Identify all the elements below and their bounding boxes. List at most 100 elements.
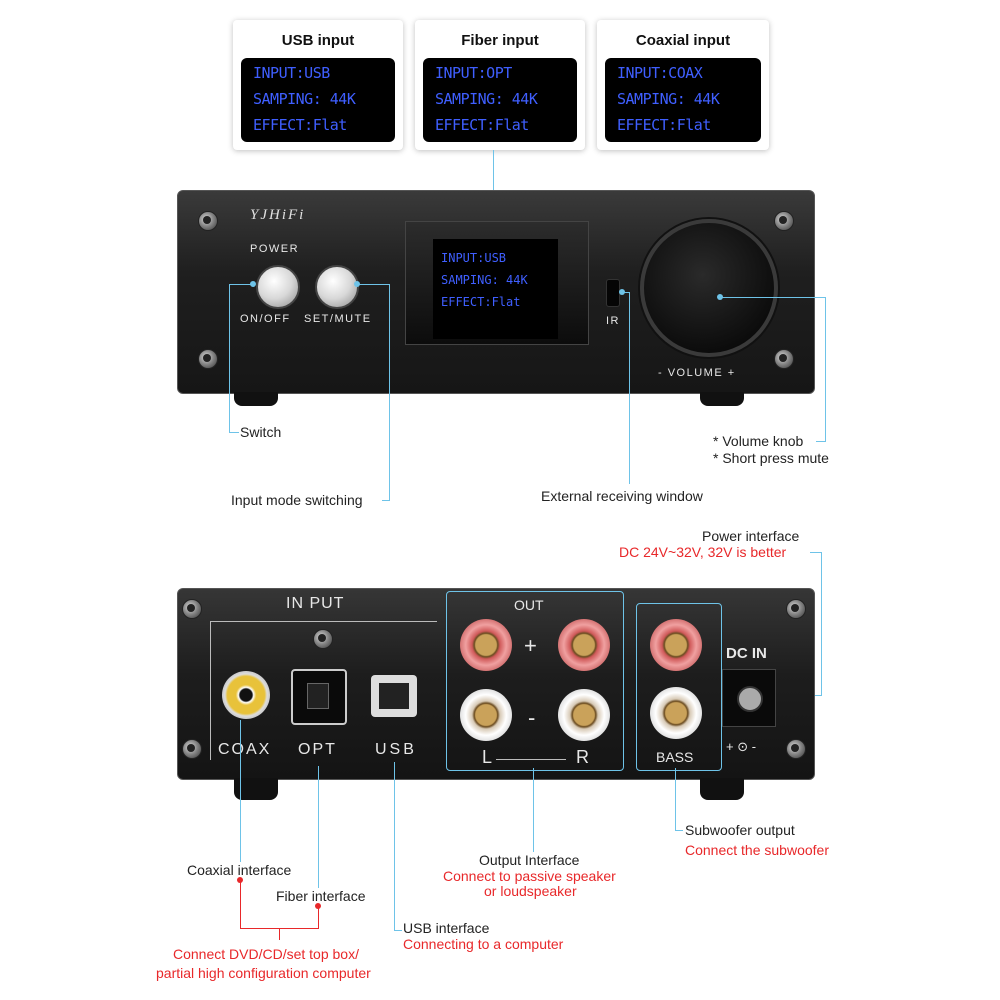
lcd-display: INPUT:USB SAMPING: 44K EFFECT:Flat	[241, 58, 395, 142]
optical-port[interactable]	[291, 669, 347, 725]
callout-line	[240, 880, 241, 928]
connect-note-line-1: Connect DVD/CD/set top box/	[173, 946, 359, 962]
callout-line	[533, 768, 534, 852]
callout-line	[318, 766, 319, 888]
callout-line	[675, 830, 683, 831]
ir-label: IR	[606, 315, 620, 327]
subwoofer-terminal-negative[interactable]	[650, 687, 702, 739]
lcd-line: SAMPING: 44K	[435, 90, 538, 108]
setmute-label: SET/MUTE	[304, 313, 372, 325]
output-group-outline	[446, 591, 624, 771]
polarity-label: + ⊙ -	[726, 739, 757, 754]
screw-icon	[313, 629, 333, 649]
screw-icon	[182, 599, 202, 619]
opt-label: OPT	[298, 741, 337, 758]
speaker-terminal-right-positive[interactable]	[558, 619, 610, 671]
front-panel: YJHiFi POWER ON/OFF SET/MUTE INPUT:USB S…	[177, 190, 815, 394]
left-label: L	[482, 747, 493, 767]
coax-port[interactable]	[222, 671, 270, 719]
foot	[700, 778, 744, 800]
lcd-line: EFFECT:Flat	[253, 116, 347, 134]
onoff-label: ON/OFF	[240, 313, 291, 325]
bass-group-outline	[636, 603, 722, 771]
connect-note-line-2: partial high configuration computer	[156, 965, 371, 981]
dc-in-label: DC IN	[726, 645, 767, 662]
usb-note: Connecting to a computer	[403, 936, 564, 952]
speaker-terminal-left-positive[interactable]	[460, 619, 512, 671]
optical-shutter	[307, 683, 329, 709]
lr-divider	[496, 759, 566, 760]
power-button[interactable]	[256, 265, 300, 309]
plus-sign: +	[524, 633, 537, 658]
subwoofer-output-label: Subwoofer output	[685, 822, 795, 838]
dc-in-port[interactable]	[722, 669, 776, 727]
callout-line	[394, 762, 395, 930]
volume-label: - VOLUME +	[658, 367, 736, 379]
set-mute-button[interactable]	[315, 265, 359, 309]
right-label: R	[576, 747, 589, 767]
screw-icon	[182, 739, 202, 759]
power-label: POWER	[250, 243, 300, 255]
back-panel: IN PUT COAX OPT USB OUT + - L R BASS DC …	[177, 588, 815, 780]
brand-logo: YJHiFi	[250, 207, 306, 223]
callout-line	[825, 297, 826, 441]
coaxial-interface-label: Coaxial interface	[187, 862, 292, 878]
subwoofer-note: Connect the subwoofer	[685, 842, 829, 858]
lcd-display: INPUT:COAX SAMPING: 44K EFFECT:Flat	[605, 58, 761, 142]
screw-icon	[786, 739, 806, 759]
input-title: IN PUT	[286, 595, 345, 612]
lcd-line: INPUT:OPT	[435, 64, 512, 82]
output-interface-label: Output Interface	[479, 852, 580, 868]
short-press-label: * Short press mute	[713, 450, 829, 466]
switch-label: Switch	[240, 424, 282, 440]
external-window-label: External receiving window	[541, 488, 703, 504]
lcd-line: EFFECT:Flat	[435, 116, 529, 134]
output-note-line-1: Connect to passive speaker	[443, 868, 616, 884]
callout-line	[229, 432, 239, 433]
callout-line	[816, 441, 826, 442]
callout-dot	[250, 281, 256, 287]
screw-icon	[786, 599, 806, 619]
usb-label: USB	[375, 741, 417, 758]
coax-label: COAX	[218, 741, 272, 758]
foot	[700, 392, 744, 406]
out-title: OUT	[514, 597, 544, 613]
lcd-line: EFFECT:Flat	[617, 116, 711, 134]
ir-window	[606, 279, 620, 307]
callout-line	[389, 284, 390, 500]
callout-line	[382, 500, 390, 501]
screen-line: EFFECT:Flat	[441, 295, 521, 309]
speaker-terminal-left-negative[interactable]	[460, 689, 512, 741]
screw-icon	[198, 211, 218, 231]
screen-line: SAMPING: 44K	[441, 273, 528, 287]
front-display: INPUT:USB SAMPING: 44K EFFECT:Flat	[433, 239, 558, 339]
fiber-input-card: Fiber input INPUT:OPT SAMPING: 44K EFFEC…	[415, 20, 585, 150]
callout-line	[240, 720, 241, 862]
lcd-line: SAMPING: 44K	[617, 90, 720, 108]
bass-label: BASS	[656, 749, 694, 765]
foot	[234, 778, 278, 800]
callout-line	[821, 552, 822, 695]
power-note: DC 24V~32V, 32V is better	[619, 544, 787, 560]
usb-input-card: USB input INPUT:USB SAMPING: 44K EFFECT:…	[233, 20, 403, 150]
speaker-terminal-right-negative[interactable]	[558, 689, 610, 741]
card-title: Coaxial input	[635, 32, 731, 49]
usb-port[interactable]	[371, 675, 417, 717]
input-group-outline	[210, 621, 437, 760]
screw-icon	[774, 211, 794, 231]
callout-line	[622, 292, 630, 293]
dc-jack	[737, 686, 763, 712]
subwoofer-terminal-positive[interactable]	[650, 619, 702, 671]
screw-icon	[774, 349, 794, 369]
coaxial-input-card: Coaxial input INPUT:COAX SAMPING: 44K EF…	[597, 20, 769, 150]
volume-knob[interactable]	[640, 219, 778, 357]
lcd-line: INPUT:COAX	[617, 64, 703, 82]
callout-line	[357, 284, 389, 285]
power-interface-label: Power interface	[702, 528, 800, 544]
lcd-line: SAMPING: 44K	[253, 90, 356, 108]
callout-line	[629, 292, 630, 484]
fiber-interface-label: Fiber interface	[276, 888, 366, 904]
output-note-line-2: or loudspeaker	[484, 883, 577, 899]
lcd-display: INPUT:OPT SAMPING: 44K EFFECT:Flat	[423, 58, 577, 142]
minus-sign: -	[528, 705, 536, 730]
